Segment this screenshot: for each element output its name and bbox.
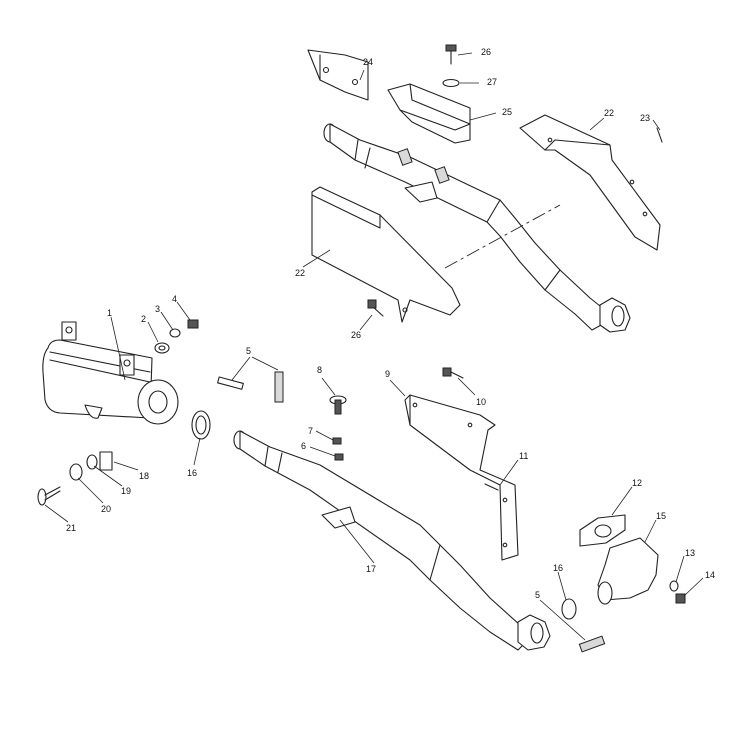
spring-5-lower <box>578 635 606 653</box>
washer-13 <box>669 580 679 592</box>
flange-15 <box>597 537 659 605</box>
bolt-23 <box>656 127 663 143</box>
muffler-1 <box>42 321 179 425</box>
bracket-24 <box>307 49 369 101</box>
ring-19 <box>86 454 98 470</box>
washer-27 <box>442 78 460 88</box>
callout-23: 23 <box>640 113 650 123</box>
callout-16-lower: 16 <box>553 563 563 573</box>
bolt-11 <box>484 483 499 491</box>
callout-19: 19 <box>121 486 131 496</box>
callout-16-upper: 16 <box>187 468 197 478</box>
callout-3: 3 <box>155 304 160 314</box>
seal-16-lower <box>561 598 577 620</box>
nut-14 <box>675 593 686 604</box>
bolt-26-lower <box>367 299 384 317</box>
callout-7: 7 <box>308 426 313 436</box>
grommet-8 <box>329 395 347 415</box>
grommet-20 <box>69 463 83 481</box>
callout-10: 10 <box>476 397 486 407</box>
callout-25: 25 <box>502 107 512 117</box>
callout-5-lower: 5 <box>535 590 540 600</box>
lower-assembly <box>37 319 686 653</box>
callout-15: 15 <box>656 511 666 521</box>
head-pipe-17 <box>233 430 551 651</box>
nut-6 <box>334 453 344 461</box>
callout-1: 1 <box>107 308 112 318</box>
callout-26-lower: 26 <box>351 330 361 340</box>
callout-8: 8 <box>317 365 322 375</box>
callout-6: 6 <box>301 441 306 451</box>
callout-26-top: 26 <box>481 47 491 57</box>
callout-9: 9 <box>385 369 390 379</box>
tube-18 <box>99 451 113 471</box>
bolt-21 <box>37 486 61 506</box>
callout-14: 14 <box>705 570 715 580</box>
callout-24: 24 <box>363 57 373 67</box>
leader-lines <box>44 52 704 641</box>
head-pipe-upper <box>323 123 631 333</box>
bracket-25 <box>387 83 471 144</box>
bolt-10 <box>442 367 464 379</box>
callout-2: 2 <box>141 314 146 324</box>
callout-22-right: 22 <box>604 108 614 118</box>
callout-20: 20 <box>101 504 111 514</box>
callout-18: 18 <box>139 471 149 481</box>
spring-5-upper <box>217 371 284 403</box>
seal-16-upper <box>191 410 211 440</box>
alignment-line <box>444 204 561 269</box>
callout-11: 11 <box>519 451 528 461</box>
callout-22-left: 22 <box>295 268 305 278</box>
callout-4: 4 <box>172 294 177 304</box>
upper-assembly <box>307 44 663 333</box>
heat-shield-22-left <box>311 186 461 323</box>
callout-17: 17 <box>366 564 376 574</box>
bracket-9 <box>404 394 519 561</box>
callout-27: 27 <box>487 77 497 87</box>
callout-12: 12 <box>632 478 642 488</box>
callouts: 24 26 27 25 22 23 22 26 1 2 3 4 5 8 7 6 … <box>66 47 715 600</box>
nut-2-washer-3-nut-4 <box>154 319 199 354</box>
callout-5-upper: 5 <box>246 346 251 356</box>
gasket-12 <box>579 514 626 547</box>
callout-21: 21 <box>66 523 76 533</box>
nut-7 <box>332 437 342 445</box>
callout-13: 13 <box>685 548 695 558</box>
heat-shield-22-right <box>519 114 661 251</box>
bolt-26-top <box>445 44 457 65</box>
